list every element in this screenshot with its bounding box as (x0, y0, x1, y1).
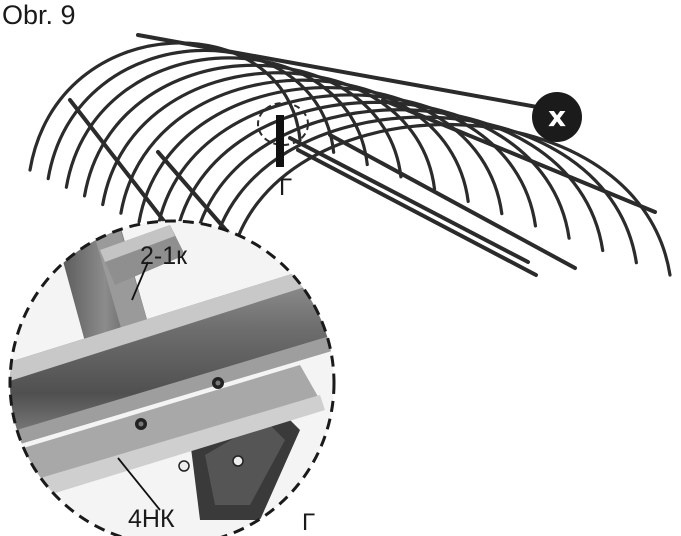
arch-rib (46, 49, 336, 181)
bolt-3 (178, 460, 190, 472)
arch-rib (119, 78, 470, 215)
ridge-purlin (136, 33, 567, 114)
x-badge-label: x (548, 100, 566, 133)
right-side-purlin (381, 98, 657, 214)
loose-tube-1 (288, 136, 530, 264)
arch-rib (192, 108, 605, 253)
detail-circle-border (8, 219, 336, 536)
loose-tube-3 (328, 133, 577, 270)
detail-marker-label-top: Г (279, 174, 292, 201)
bolt-4 (232, 455, 244, 467)
arch-rib (155, 93, 538, 233)
arch-rib (228, 122, 672, 277)
arch-rib (82, 63, 403, 198)
magnifier-detail-icon (8, 219, 336, 536)
arch-rib (173, 100, 571, 241)
leader-upper (131, 261, 149, 301)
loose-tube-2 (296, 148, 538, 277)
detail-marker-bar (276, 115, 284, 167)
leader-lower (117, 457, 161, 511)
callout-lower-label: 4НК (128, 505, 175, 533)
inner-left-purlin (156, 150, 234, 239)
arch-rib (101, 71, 437, 207)
detail-marker-label-bottom: Г (302, 509, 315, 536)
x-badge: x (532, 92, 582, 142)
callout-upper-label: 2-1к (140, 242, 188, 270)
arch-rib (137, 85, 504, 224)
loose-tubes (288, 133, 577, 277)
x-mark-icon (532, 92, 582, 142)
figure-title: Obr. 9 (2, 0, 76, 30)
